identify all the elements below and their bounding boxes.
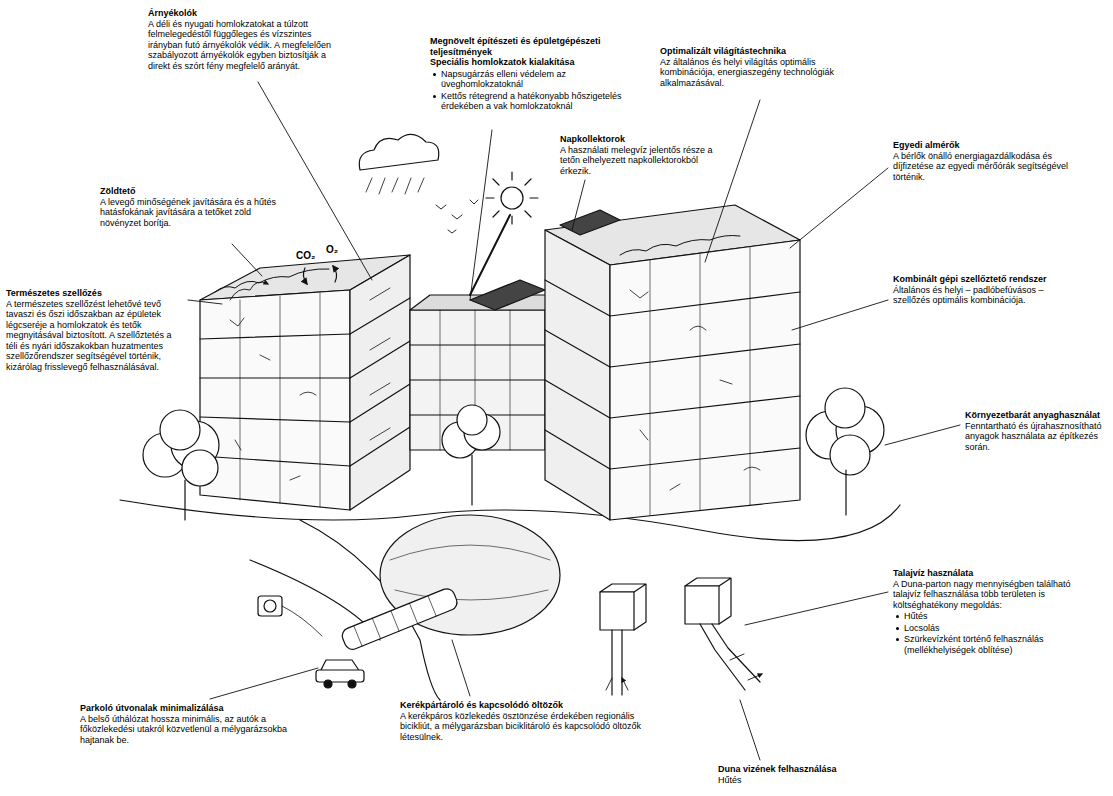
callout-heading: Napkollektorok [560, 134, 720, 145]
callout: Környezetbarát anyaghasználatFenntarthat… [965, 410, 1107, 452]
callout-text: Fenntartható és újrahasznosítható anyago… [965, 421, 1107, 453]
bullet-item: Napsugárzás elleni védelem az üveghomlok… [430, 69, 635, 90]
solar-collector [560, 210, 620, 235]
tree [442, 405, 500, 505]
callout: Talajvíz használataA Duna-parton nagy me… [893, 568, 1073, 655]
callout-heading: Egyedi almérők [893, 140, 1093, 151]
solar-collector [470, 280, 545, 310]
callout-text: Általános és helyi – padlóbefúvásos – sz… [893, 285, 1048, 306]
callout: Parkoló útvonalak minimalizálásaA belső … [80, 703, 315, 745]
callout-heading: Környezetbarát anyaghasználat [965, 410, 1107, 421]
callout: Kombinált gépi szellőztető rendszerÁltal… [893, 274, 1048, 306]
callout-text: Hűtés [718, 775, 878, 786]
callout-text: A déli és nyugati homlokzatokat a túlzot… [148, 19, 343, 72]
callout: Duna vizének felhasználásaHűtés [718, 764, 878, 785]
callout: Optimalizált világítástechnikaAz általán… [660, 46, 855, 88]
callout-heading: Parkoló útvonalak minimalizálása [80, 703, 315, 714]
tree [143, 410, 219, 520]
callout-text: A kerékpáros közlekedés ösztönzése érdek… [400, 711, 645, 743]
tree [806, 388, 884, 515]
callout: ZöldtetőA levegő minőségének javítására … [100, 186, 278, 228]
callout-heading: Zöldtető [100, 186, 278, 197]
callout-heading: Speciális homlokzatok kialakítása [430, 57, 635, 68]
callout-heading: Kerékpártároló és kapcsolódó öltözők [400, 700, 645, 711]
right-wing [545, 205, 800, 520]
gas-arrow [333, 266, 337, 282]
callout: Kerékpártároló és kapcsolódó öltözőkA ke… [400, 700, 645, 742]
callout-heading: Árnyékolók [148, 8, 343, 19]
callout-text: A belső úthálózat hossza minimális, az a… [80, 714, 315, 746]
chemical-label: CO₂ [296, 250, 315, 262]
callout-heading: Kombinált gépi szellőztető rendszer [893, 274, 1048, 285]
bullet-item: Szürkevízként történő felhasználás (mell… [893, 634, 1073, 655]
sun [486, 172, 538, 224]
leader-lines [188, 82, 960, 760]
chemical-label: O₂ [326, 244, 338, 256]
callout: O₂ [326, 244, 338, 256]
birds [436, 200, 478, 233]
callout-text: A levegő minőségének javítására és a hűt… [100, 197, 278, 229]
callout: Természetes szellőzésA természetes szell… [6, 288, 184, 372]
callout-heading: Duna vizének felhasználása [718, 764, 878, 775]
cloud [359, 134, 439, 170]
air-flow [230, 282, 268, 300]
middle-block [410, 280, 560, 450]
bullet-item: Kettős rétegrend a hatékonyabb hőszigete… [430, 91, 635, 112]
callout-text: A bérlők önálló energiagazdálkodása és d… [893, 151, 1093, 183]
danube-water-well [685, 578, 762, 690]
callout: CO₂ [296, 250, 315, 262]
callout-heading: Talajvíz használata [893, 568, 1073, 579]
callout-text: A Duna-parton nagy mennyiségben találhat… [893, 579, 1073, 611]
bullet-item: Locsolás [893, 623, 1073, 634]
groundwater-well [600, 584, 646, 695]
callout-heading: Megnövelt építészeti és épületgépészeti … [430, 36, 635, 57]
callout: ÁrnyékolókA déli és nyugati homlokzatoka… [148, 8, 343, 71]
rain [366, 178, 424, 194]
bullet-item: Hűtés [893, 611, 1073, 622]
car [316, 660, 364, 688]
callout: NapkollektorokA használati melegvíz jele… [560, 134, 720, 176]
callout-text: A használati melegvíz jelentős része a t… [560, 145, 720, 177]
train [340, 586, 460, 651]
callout-text: A természetes szellőzést lehetővé tevő t… [6, 299, 184, 373]
callout: Megnövelt építészeti és épületgépészeti … [430, 36, 635, 112]
machine [258, 596, 322, 636]
callout-heading: Természetes szellőzés [6, 288, 184, 299]
gas-arrow [303, 268, 307, 284]
callout-heading: Optimalizált világítástechnika [660, 46, 855, 57]
left-wing [200, 255, 410, 510]
callout: Egyedi almérőkA bérlők önálló energiagaz… [893, 140, 1093, 182]
callout-text: Az általános és helyi világítás optimáli… [660, 57, 855, 89]
